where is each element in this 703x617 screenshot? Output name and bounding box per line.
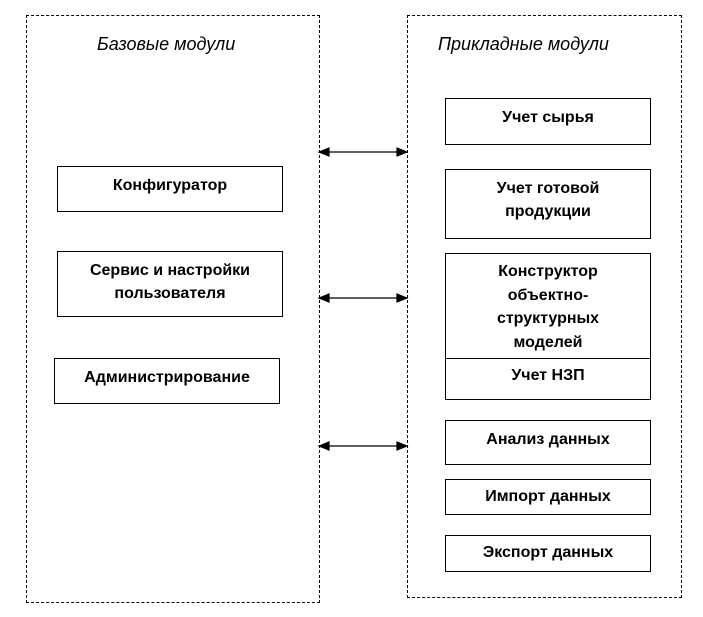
base-modules-title: Базовые модули bbox=[97, 34, 236, 54]
module-raw-accounting-label: Учет сырья bbox=[502, 109, 594, 126]
module-administration: Администрирование bbox=[54, 358, 280, 404]
connection-arrow-middle bbox=[317, 293, 409, 303]
applied-modules-group bbox=[407, 15, 682, 598]
module-configurator: Конфигуратор bbox=[57, 166, 283, 212]
module-data-import: Импорт данных bbox=[445, 479, 651, 515]
module-data-analysis: Анализ данных bbox=[445, 420, 651, 465]
module-data-analysis-label: Анализ данных bbox=[486, 431, 610, 448]
connection-arrow-top bbox=[317, 147, 409, 157]
module-administration-label: Администрирование bbox=[84, 369, 250, 386]
module-configurator-label: Конфигуратор bbox=[112, 177, 228, 194]
module-wip-accounting-label: Учет НЗП bbox=[511, 367, 585, 384]
base-modules-group bbox=[26, 15, 320, 603]
module-data-import-label: Импорт данных bbox=[485, 488, 611, 505]
module-wip-accounting: Учет НЗП bbox=[445, 358, 651, 400]
connection-arrow-bottom bbox=[317, 441, 409, 451]
module-data-export-label: Экспорт данных bbox=[482, 544, 614, 561]
module-data-export: Экспорт данных bbox=[445, 535, 651, 572]
applied-modules-title: Прикладные модули bbox=[438, 34, 609, 54]
module-raw-accounting: Учет сырья bbox=[445, 98, 651, 145]
